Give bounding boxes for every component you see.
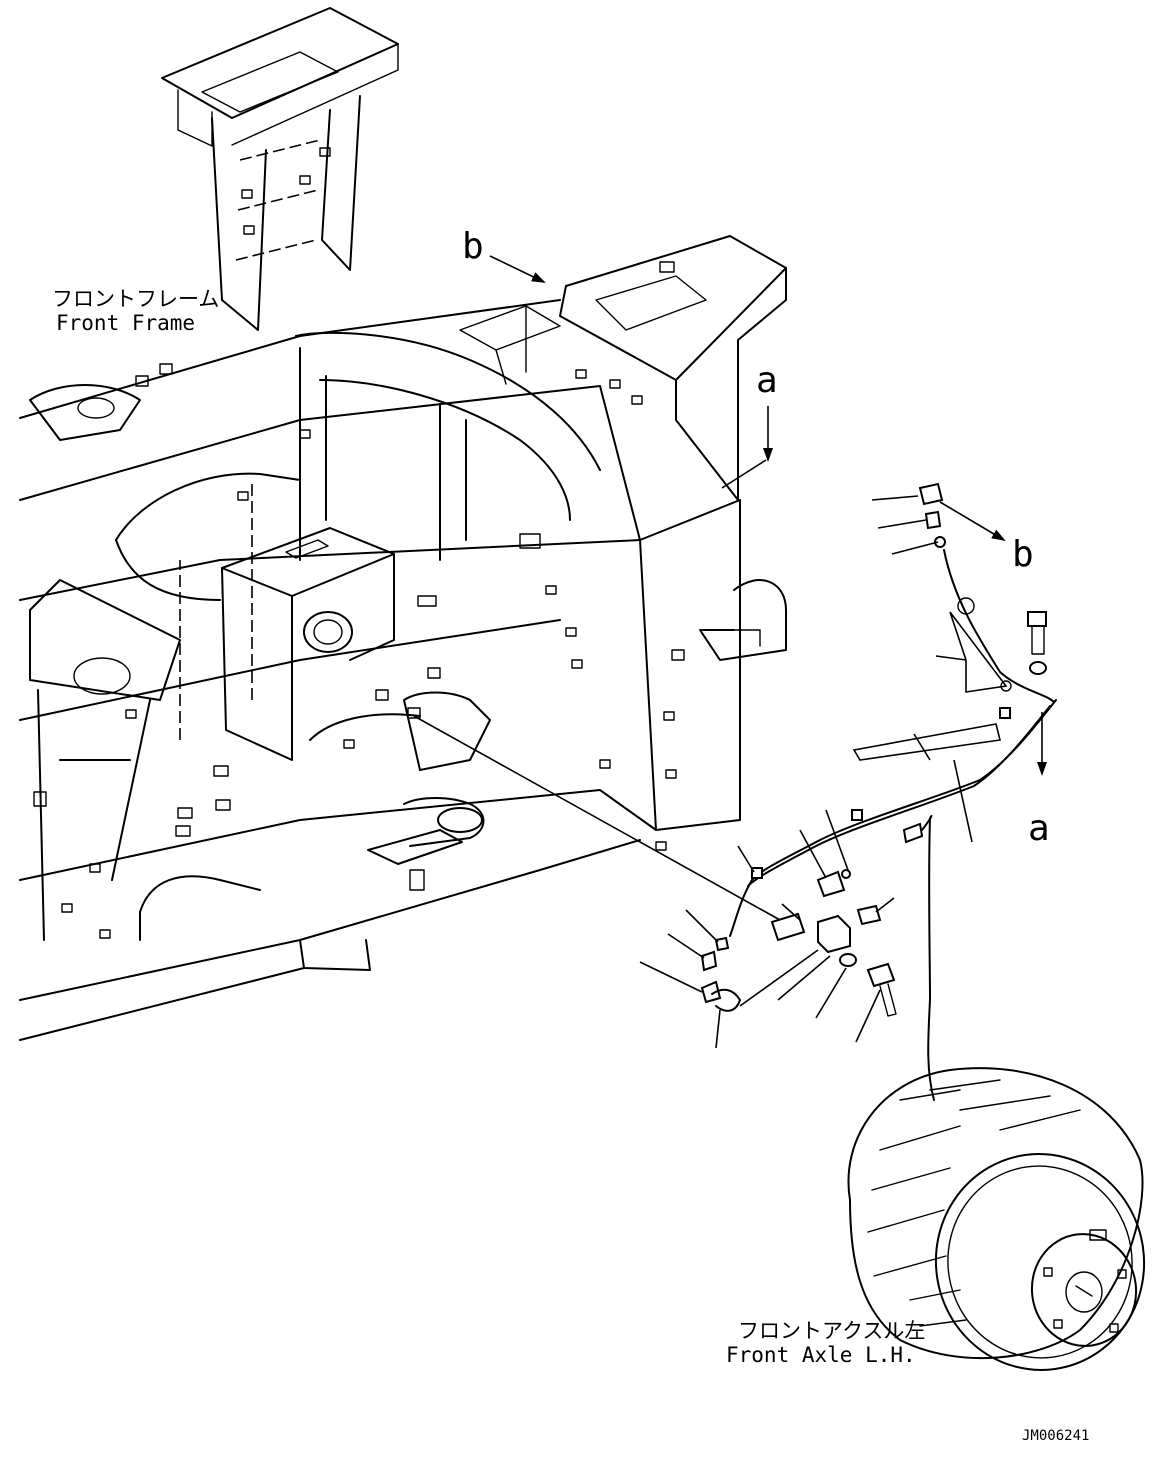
front-axle-drawing	[847, 1067, 1146, 1371]
hose-assembly-drawing	[700, 482, 1057, 1101]
ref-b-arrow-fitting	[939, 501, 1006, 542]
ref-b-arrow-frame	[489, 255, 546, 283]
front-frame-label-jp: フロントフレーム	[52, 287, 219, 311]
ref-b-label-frame: b	[462, 226, 484, 267]
leader-lines	[413, 255, 1047, 1049]
ref-a-label-frame: a	[756, 360, 778, 401]
front-axle-label-jp: フロントアクスル左	[738, 1319, 925, 1343]
ref-b-label-fitting: b	[1012, 534, 1034, 575]
front-frame-label-en: Front Frame	[56, 311, 195, 335]
ref-a-label-hose: a	[1028, 808, 1050, 849]
front-frame-drawing	[19, 7, 787, 1041]
drawing-number: JM006241	[1022, 1428, 1089, 1444]
front-axle-label-en: Front Axle L.H.	[726, 1343, 916, 1367]
